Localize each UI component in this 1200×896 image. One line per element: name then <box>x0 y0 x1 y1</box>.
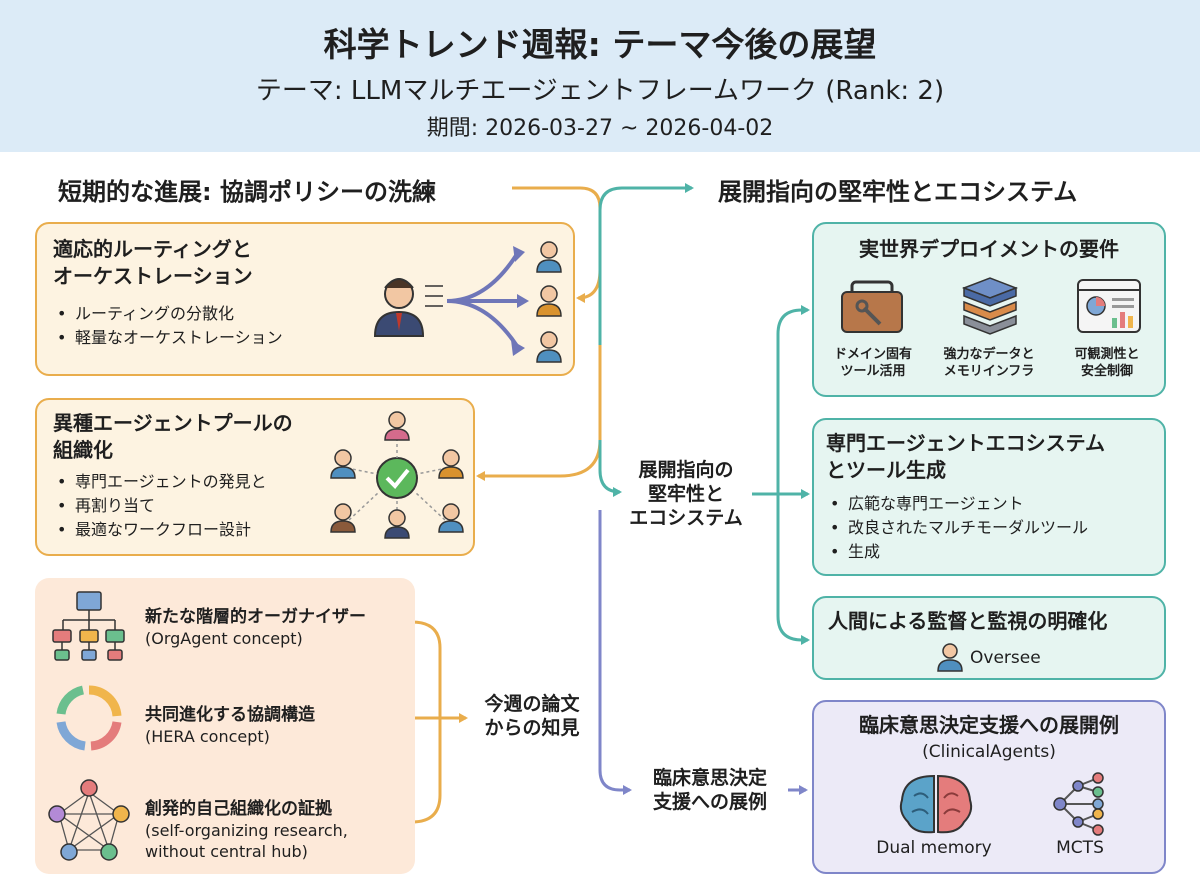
right-section-title: 展開指向の堅牢性とエコシステム <box>718 178 1078 206</box>
paper-3-title: 創発的自己組織化の証拠 <box>145 799 332 819</box>
routing-box: 適応的ルーティングと オーケストレーション ルーティングの分散化 軽量なオーケス… <box>35 222 575 376</box>
pool-list: 専門エージェントの発見と 再割り当て 最適なワークフロー設計 <box>53 470 267 542</box>
req-caption-1: ドメイン固有 ツール活用 <box>818 346 928 380</box>
clinical-box: 臨床意思決定支援への展開例 (ClinicalAgents) Dual memo… <box>812 700 1166 874</box>
req-caption-1-line-2: ツール活用 <box>840 364 906 379</box>
req-caption-3-line-1: 可観測性と <box>1074 347 1140 362</box>
ecosystem-title-1: 専門エージェントエコシステム <box>826 431 1105 455</box>
database-stack-icon <box>961 277 1019 335</box>
req-caption-2-line-1: 強力なデータと <box>943 347 1035 362</box>
pool-title-2: 組織化 <box>53 438 113 462</box>
orange-to-pool <box>476 439 602 481</box>
pool-box: 異種エージェントプールの 組織化 専門エージェントの発見と 再割り当て 最適なワ… <box>35 398 475 556</box>
clinical-subtitle: (ClinicalAgents) <box>922 742 1056 762</box>
req-caption-2-line-2: メモリインフラ <box>943 364 1035 379</box>
paper-2-title: 共同進化する協調構造 <box>145 705 315 725</box>
insight-line-1: 今週の論文 <box>484 693 580 715</box>
teal-to-req <box>776 305 810 494</box>
insight-line-2: からの知見 <box>484 717 580 739</box>
oversight-title: 人間による監督と監視の明確化 <box>828 609 1108 633</box>
ecosystem-list: 広範な専門エージェント 改良されたマルチモーダルツール 生成 <box>826 492 1088 564</box>
deploy-line-2: 堅牢性と <box>647 483 724 505</box>
teal-top-arrow <box>598 183 694 345</box>
requirements-box: 実世界デプロイメントの要件 ドメイン固有 ツール活用 強力なデータと メモリイン… <box>812 222 1166 397</box>
paper-3-note-1: (self-organizing research, <box>145 821 348 840</box>
hierarchy-icon <box>52 591 125 661</box>
mcts-label: MCTS <box>1056 838 1104 858</box>
req-caption-1-line-1: ドメイン固有 <box>833 347 912 362</box>
page-title: 科学トレンド週報: テーマ今後の展望 <box>323 25 877 64</box>
list-item: 軽量なオーケストレーション <box>53 326 283 350</box>
header-banner: 科学トレンド週報: テーマ今後の展望 テーマ: LLMマルチエージェントフレーム… <box>0 0 1200 152</box>
oversee-label: Oversee <box>970 648 1041 668</box>
clinical-line-2: 支援への展例 <box>652 791 767 813</box>
ecosystem-box: 専門エージェントエコシステム とツール生成 広範な専門エージェント 改良されたマ… <box>812 418 1166 576</box>
paper-1-note: (OrgAgent concept) <box>145 629 303 648</box>
agent-pool-illustration <box>330 411 464 539</box>
req-caption-3: 可観測性と 安全制御 <box>1052 346 1162 380</box>
mcts-tree-icon <box>1053 772 1104 836</box>
orange-papers-bracket <box>411 620 442 824</box>
paper-1-title: 新たな階層的オーガナイザー <box>145 607 366 627</box>
dual-memory-label: Dual memory <box>876 838 992 858</box>
clinical-center-label: 臨床意思決定 支援への展例 <box>632 766 788 814</box>
pool-title-1: 異種エージェントプールの <box>53 411 293 435</box>
list-item: 専門エージェントの発見と <box>53 470 267 494</box>
left-section-title: 短期的な進展: 協調ポリシーの洗練 <box>58 178 436 206</box>
dual-memory-brain-icon <box>899 774 973 834</box>
period-label: 期間: 2026-03-27 ~ 2026-04-02 <box>426 116 774 141</box>
deploy-line-1: 展開指向の <box>638 459 734 481</box>
teal-to-oversight <box>776 494 810 645</box>
supervisor-person-icon <box>937 643 963 672</box>
toolbox-icon <box>841 280 903 333</box>
deploy-center-label: 展開指向の 堅牢性と エコシステム <box>618 458 754 530</box>
list-item: 改良されたマルチモーダルツール <box>826 516 1088 540</box>
dashboard-icon <box>1077 279 1141 333</box>
deploy-line-3: エコシステム <box>629 507 743 529</box>
self-organizing-network-icon <box>48 779 130 861</box>
requirements-title: 実世界デプロイメントの要件 <box>859 237 1119 261</box>
paper-2-note: (HERA concept) <box>145 727 270 746</box>
list-item: 再割り当て <box>53 494 267 518</box>
req-caption-2: 強力なデータと メモリインフラ <box>934 346 1044 380</box>
page-subtitle: テーマ: LLMマルチエージェントフレームワーク (Rank: 2) <box>255 76 945 106</box>
ecosystem-title-2: とツール生成 <box>826 458 946 482</box>
clinical-title: 臨床意思決定支援への展開例 <box>859 713 1119 737</box>
req-caption-3-line-2: 安全制御 <box>1080 364 1133 379</box>
paper-3-note-2: without central hub) <box>145 842 308 861</box>
papers-box: 新たな階層的オーガナイザー (OrgAgent concept) 共同進化する協… <box>35 578 415 874</box>
list-item: 最適なワークフロー設計 <box>53 518 267 542</box>
oversight-box: 人間による監督と監視の明確化 Oversee <box>812 596 1166 680</box>
list-item: 広範な専門エージェント <box>826 492 1088 516</box>
list-item: 生成 <box>826 540 1088 564</box>
routing-title-2: オーケストレーション <box>53 264 253 288</box>
coevolution-cycle-icon <box>56 685 122 751</box>
insight-label: 今週の論文 からの知見 <box>470 692 594 740</box>
purple-trunk <box>598 510 632 795</box>
list-item: ルーティングの分散化 <box>53 302 283 326</box>
orange-to-routing <box>576 269 602 303</box>
clinical-line-1: 臨床意思決定 <box>652 767 767 789</box>
routing-title-1: 適応的ルーティングと <box>53 237 252 261</box>
teal-to-deploy <box>598 440 622 497</box>
routing-illustration <box>373 241 562 363</box>
routing-list: ルーティングの分散化 軽量なオーケストレーション <box>53 302 283 350</box>
